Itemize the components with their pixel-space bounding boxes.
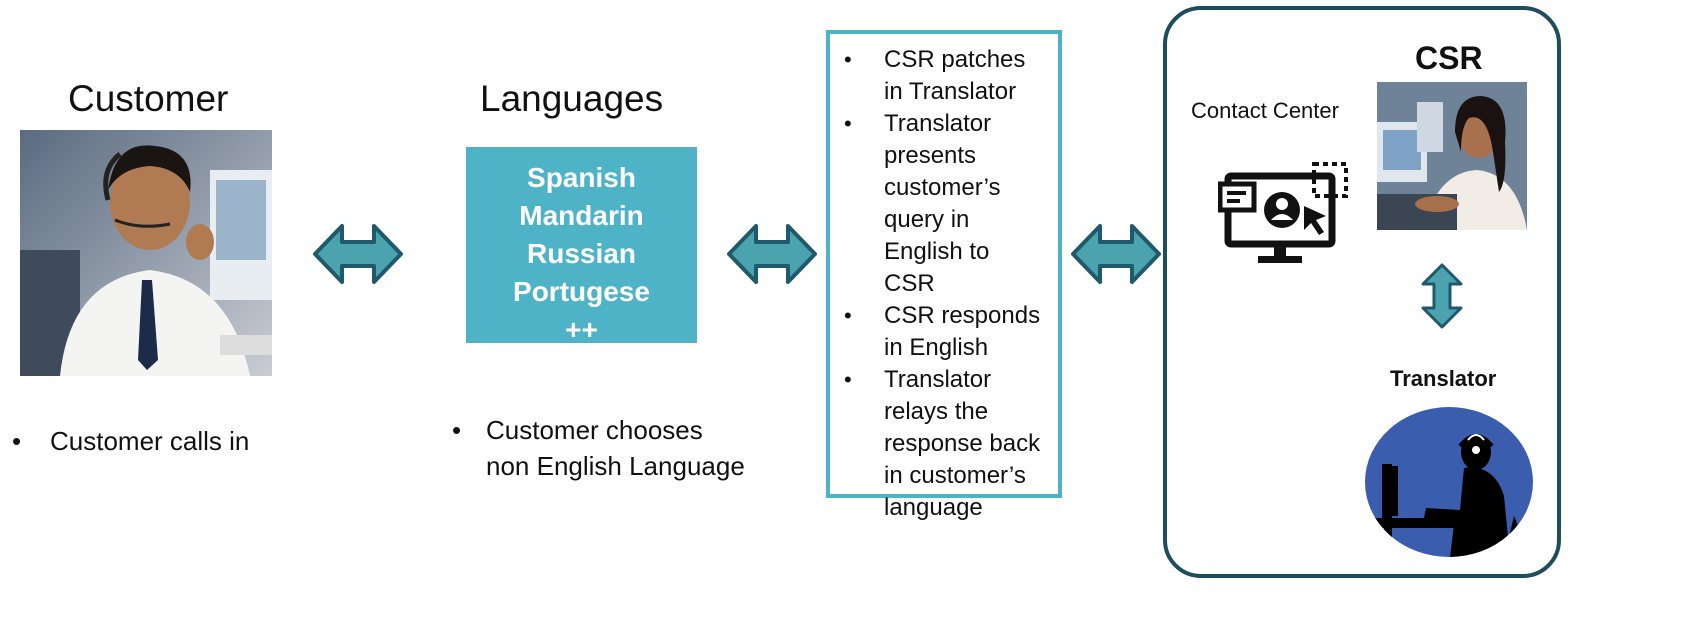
step-line: language [884, 494, 983, 521]
step-line: response back [884, 430, 1041, 457]
vertical-double-arrow-icon [1421, 263, 1463, 329]
language-item: ++ [565, 314, 598, 345]
language-item: Spanish [527, 162, 636, 193]
step-line: CSR [884, 270, 935, 297]
step-line: in customer’s [884, 462, 1026, 489]
customer-bullet-text: Customer calls in [50, 426, 250, 456]
customer-photo [20, 130, 272, 376]
double-arrow-icon [313, 224, 403, 284]
languages-box: Spanish Mandarin Russian Portugese ++ [466, 147, 697, 345]
translator-silhouette-icon [1365, 407, 1533, 557]
step-line: presents [884, 142, 977, 169]
language-item: Mandarin [519, 200, 644, 231]
step-line: Translator [884, 110, 992, 137]
step-line: English to [884, 238, 990, 265]
step-line: query in [884, 206, 970, 233]
step-line: in Translator [884, 78, 1017, 105]
bullet-dot: • [844, 303, 852, 328]
languages-bullet: • Customer chooses non English Language [450, 412, 745, 484]
translator-label: Translator [1390, 366, 1497, 391]
bullet-dot: • [452, 415, 462, 445]
bullet-dot: • [844, 367, 852, 392]
step-line: Translator [884, 366, 992, 393]
step-line: CSR patches [884, 46, 1026, 73]
double-arrow-icon [1071, 224, 1161, 284]
bullet-dot: • [844, 47, 852, 72]
contact-center-label: Contact Center [1191, 98, 1339, 123]
process-steps-box: • CSR patches in Translator • Translator… [826, 30, 1062, 521]
language-item: Portugese [513, 276, 650, 307]
csr-title: CSR [1415, 40, 1483, 76]
bullet-dot: • [844, 111, 852, 136]
process-step: • CSR responds in English [844, 300, 1050, 364]
double-arrow-icon [727, 224, 817, 284]
process-step: • Translator relays the response back in… [844, 364, 1050, 524]
monitor-user-icon [1218, 162, 1348, 263]
languages-bullet-line: non English Language [486, 451, 745, 481]
language-item: Russian [527, 238, 636, 269]
process-steps-list: • CSR patches in Translator • Translator… [844, 44, 1050, 524]
step-line: customer’s [884, 174, 1001, 201]
step-line: in English [884, 334, 989, 361]
step-line: CSR responds [884, 302, 1041, 329]
csr-photo [1377, 82, 1527, 230]
languages-bullet-line: Customer chooses [486, 415, 703, 445]
customer-bullet: • Customer calls in [10, 424, 249, 458]
process-step: • Translator presents customer’s query i… [844, 108, 1050, 300]
step-line: relays the [884, 398, 989, 425]
languages-heading: Languages [480, 78, 664, 119]
process-step: • CSR patches in Translator [844, 44, 1050, 108]
customer-heading: Customer [68, 78, 229, 119]
bullet-dot: • [12, 426, 22, 456]
